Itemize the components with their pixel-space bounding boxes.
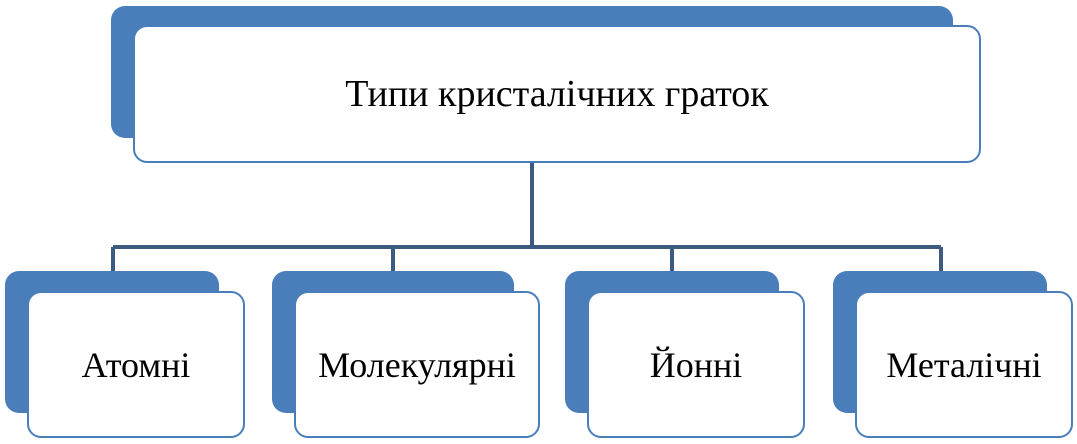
child-node-atomic: Атомні xyxy=(27,291,245,438)
child-node-label: Металічні xyxy=(886,344,1042,385)
child-node-label: Атомні xyxy=(81,344,191,385)
child-node-molecular: Молекулярні xyxy=(294,291,540,438)
root-node-label: Типи кристалічних граток xyxy=(345,73,769,115)
child-node-label: Йонні xyxy=(649,344,743,385)
root-node: Типи кристалічних граток xyxy=(133,25,981,163)
child-node-metallic: Металічні xyxy=(855,291,1073,438)
child-node-label: Молекулярні xyxy=(318,344,516,385)
child-node-ionic: Йонні xyxy=(587,291,805,438)
